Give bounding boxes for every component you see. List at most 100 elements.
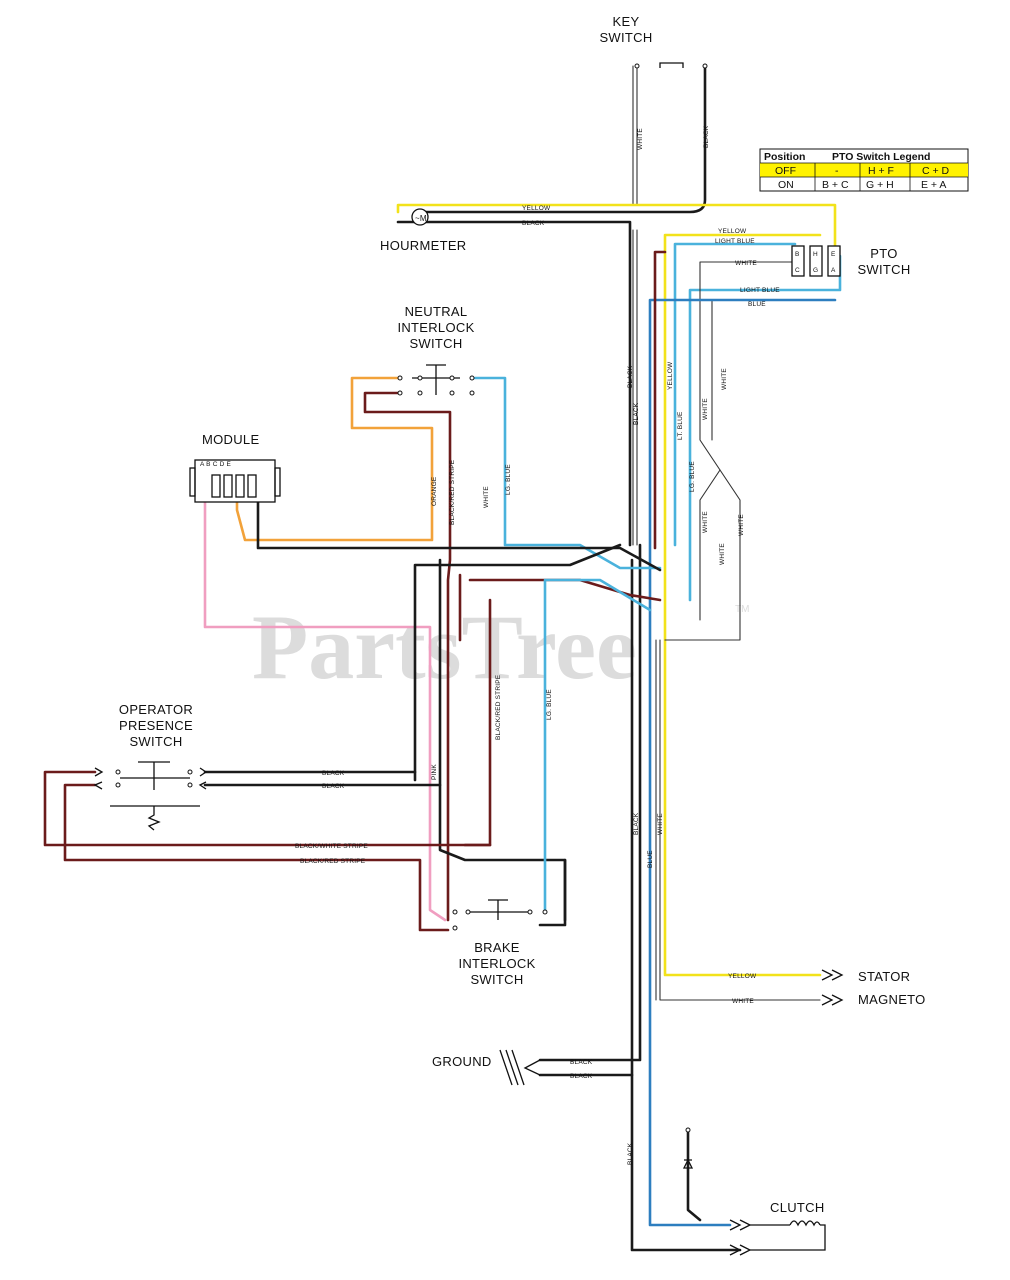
wire-black-cross-1 — [413, 543, 622, 782]
wire-label-black: BLACK — [570, 1059, 593, 1066]
pto-legend: Position PTO Switch Legend OFF - H + F C… — [759, 148, 969, 192]
watermark-trademark: TM — [735, 604, 749, 615]
legend-cell: B + C — [822, 179, 849, 191]
wire-label-white: WHITE — [719, 543, 726, 565]
pto-switch-block: B H E C G A — [791, 245, 841, 277]
wire-black-module — [256, 468, 662, 572]
wire-orange — [235, 376, 434, 542]
legend-header-title: PTO Switch Legend — [832, 151, 930, 163]
wire-label-black: BLACK — [322, 783, 345, 790]
wire-label-lgblue: LG. BLUE — [505, 464, 512, 495]
legend-cell: H + F — [868, 165, 894, 177]
pto-pin: B — [795, 251, 800, 258]
wire-key-white — [632, 65, 638, 546]
wire-redstripe-ops-1 — [43, 770, 492, 847]
wire-blackred-neutral — [363, 391, 452, 922]
wire-label-white: WHITE — [735, 260, 757, 267]
wire-label-black: BLACK — [633, 402, 640, 425]
watermark: PartsTree — [252, 596, 637, 698]
wire-lightblue-brake — [543, 578, 652, 914]
neutral-interlock-switch-symbol — [397, 364, 475, 396]
module-connector: A B C D E — [189, 459, 281, 503]
ground-icon — [499, 1049, 541, 1086]
label-magneto: MAGNETO — [858, 992, 926, 1007]
wire-white-fan — [664, 469, 741, 641]
wire-blue-pto — [648, 298, 837, 1227]
wire-label-white: WHITE — [721, 368, 728, 390]
wire-label-lgblue: LG. BLUE — [689, 461, 696, 492]
wire-lightblue-pto-1 — [673, 242, 797, 547]
wire-pink-module — [203, 468, 447, 922]
magneto-connector — [821, 994, 844, 1006]
wire-label-yellow: YELLOW — [718, 228, 747, 235]
wire-label-blackred: BLACK/RED STRIPE — [449, 459, 456, 525]
module-pins: A B C D E — [200, 461, 232, 468]
wire-label-white: WHITE — [738, 514, 745, 536]
pto-pin: A — [831, 267, 836, 274]
wire-redstripe-main — [468, 578, 662, 602]
wire-label-black: BLACK — [627, 1142, 634, 1165]
wire-black-brake — [538, 858, 567, 927]
wire-label-black: BLACK — [703, 125, 710, 148]
pto-pin: C — [795, 267, 800, 274]
wire-lightblue-neutral — [473, 376, 662, 570]
label-module: MODULE — [202, 432, 259, 447]
wire-black-hourmeter — [396, 220, 632, 547]
wire-label-black: BLACK — [570, 1073, 593, 1080]
wire-black-main — [538, 543, 742, 1252]
legend-cell: G + H — [866, 179, 894, 191]
legend-header-position: Position — [764, 151, 805, 163]
wire-redstripe-pto — [653, 250, 667, 550]
wire-redstripe-ops-2 — [63, 783, 450, 932]
clutch-assembly — [682, 1127, 826, 1256]
wire-label-white: WHITE — [483, 486, 490, 508]
wire-label-pink: PINK — [431, 764, 438, 780]
wire-label-black: BLACK — [633, 812, 640, 835]
wire-label-black: BLACK — [627, 365, 634, 388]
legend-cell: E + A — [921, 179, 946, 191]
wire-label-yellow: YELLOW — [728, 973, 757, 980]
legend-cell: - — [835, 165, 839, 177]
hourmeter-icon: ~M — [411, 208, 429, 226]
wire-label-blue: BLUE — [748, 301, 766, 308]
wire-label-black: BLACK — [322, 770, 345, 777]
label-hourmeter: HOURMETER — [380, 238, 466, 253]
wire-label-blue: BLUE — [647, 850, 654, 868]
wire-label-orange: ORANGE — [431, 476, 438, 506]
wire-label-black: BLACK — [522, 220, 545, 227]
wire-white-magneto — [655, 639, 821, 1001]
label-ground: GROUND — [432, 1054, 492, 1069]
wire-key-black — [418, 64, 707, 214]
wire-label-blackred: BLACK/RED STRIPE — [495, 674, 502, 740]
wire-label-blackred: BLACK/RED STRIPE — [300, 858, 366, 865]
wire-yellow-hourmeter — [396, 203, 837, 250]
wire-labels: WHITE BLACK YELLOW BLACK YELLOW LIGHT BL… — [295, 125, 780, 1165]
wires — [43, 64, 842, 1252]
wire-label-lightblue: LIGHT BLUE — [740, 287, 780, 294]
wire-label-white: WHITE — [702, 398, 709, 420]
legend-cell: OFF — [775, 165, 796, 177]
wire-label-ltblue: LT. BLUE — [677, 411, 684, 440]
wire-label-lightblue: LIGHT BLUE — [715, 238, 755, 245]
label-clutch: CLUTCH — [770, 1200, 825, 1215]
svg-text:~M: ~M — [415, 214, 427, 223]
wire-label-blackwhite: BLACK/WHITE STRIPE — [295, 843, 368, 850]
key-switch — [634, 62, 708, 69]
wire-white-pto — [699, 261, 796, 471]
wire-label-yellow: YELLOW — [522, 205, 551, 212]
wire-label-white: WHITE — [637, 128, 644, 150]
stator-connector — [821, 969, 844, 981]
label-stator: STATOR — [858, 969, 910, 984]
wire-label-lgblue: LG. BLUE — [546, 689, 553, 720]
legend-cell: C + D — [922, 165, 950, 177]
pto-pin: G — [813, 267, 818, 274]
operator-presence-switch-symbol — [93, 761, 208, 831]
legend-cell: ON — [778, 179, 794, 191]
